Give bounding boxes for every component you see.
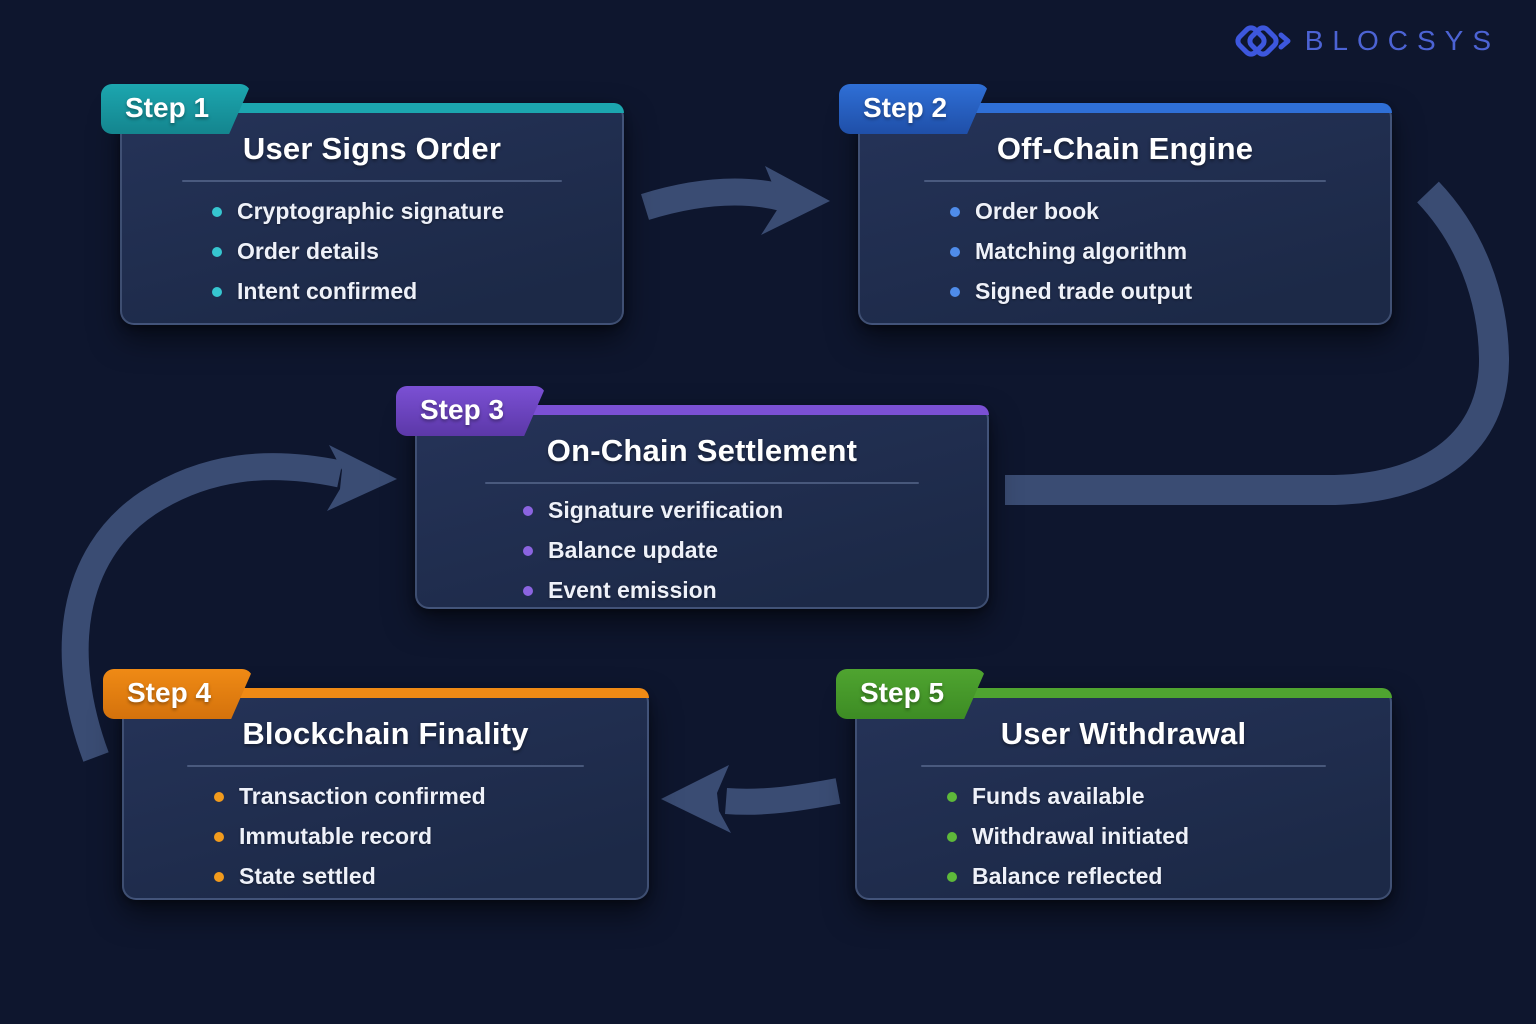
arrow-step5-to-step4	[661, 765, 841, 833]
step-item: Balance reflected	[947, 863, 1380, 890]
arrow-step2-to-step3	[1005, 181, 1510, 505]
step-item: Order book	[950, 198, 1380, 225]
card-accent-bar	[122, 688, 649, 698]
logo-wordmark: BLOCSYS	[1304, 25, 1500, 56]
step-title-2: Off-Chain Engine	[996, 131, 1254, 166]
step-badge-label: Step 5	[860, 677, 945, 708]
title-divider	[923, 180, 1327, 182]
step-badge-4: Step 4	[103, 669, 253, 719]
step-card-5: Step 5 User Withdrawal Funds available W…	[855, 688, 1392, 900]
step-item: Cryptographic signature	[212, 198, 612, 225]
step-item: Immutable record	[214, 823, 637, 850]
step-title-3: On-Chain Settlement	[546, 433, 858, 468]
step-item: Event emission	[523, 577, 977, 604]
bullet-dot	[523, 585, 533, 596]
bullet-dot	[212, 246, 222, 257]
title-divider	[182, 180, 562, 182]
step-item-list: Signature verification Balance update Ev…	[417, 497, 987, 604]
bullet-dot	[214, 831, 224, 842]
step-item-label: Transaction confirmed	[239, 783, 486, 809]
step-badge-5: Step 5	[836, 669, 986, 719]
step-badge-label: Step 2	[863, 92, 948, 123]
logo: BLOCSYS	[1229, 16, 1500, 66]
card-accent-bar	[120, 103, 624, 113]
bullet-dot	[523, 545, 533, 556]
bullet-dot	[950, 286, 960, 297]
step-item: Transaction confirmed	[214, 783, 637, 810]
step-badge-label: Step 1	[125, 92, 210, 123]
step-item-list: Cryptographic signature Order details In…	[122, 198, 622, 305]
step-item: Signature verification	[523, 497, 977, 524]
bullet-dot	[947, 831, 957, 842]
step-item: Signed trade output	[950, 278, 1380, 305]
step-item-list: Funds available Withdrawal initiated Bal…	[857, 783, 1390, 890]
step-item-label: Withdrawal initiated	[972, 823, 1190, 849]
step-badge-3: Step 3	[396, 386, 546, 436]
bullet-dot	[214, 871, 224, 882]
step-title-4: Blockchain Finality	[242, 716, 529, 751]
step-item-label: Signature verification	[548, 497, 784, 523]
step-item-label: State settled	[239, 863, 376, 889]
step-title-5: User Withdrawal	[1000, 716, 1247, 751]
step-item-label: Balance reflected	[972, 863, 1163, 889]
step-item: Intent confirmed	[212, 278, 612, 305]
arrow-step4-loop-to-step3	[61, 445, 397, 762]
card-accent-bar	[858, 103, 1392, 113]
step-item-label: Matching algorithm	[975, 238, 1188, 264]
bullet-dot	[950, 206, 960, 217]
step-badge-label: Step 4	[127, 677, 212, 708]
step-badge-label: Step 3	[420, 394, 505, 425]
step-item: Funds available	[947, 783, 1380, 810]
step-item-list: Order book Matching algorithm Signed tra…	[860, 198, 1390, 305]
bullet-dot	[212, 286, 222, 297]
step-card-4: Step 4 Blockchain Finality Transaction c…	[122, 688, 649, 900]
step-item-list: Transaction confirmed Immutable record S…	[124, 783, 647, 890]
interlocked-diamonds-icon	[1235, 25, 1291, 57]
step-badge-1: Step 1	[101, 84, 251, 134]
step-item-label: Order book	[975, 198, 1099, 224]
step-item-label: Intent confirmed	[237, 278, 418, 304]
bullet-dot	[523, 505, 533, 516]
step-card-1: Step 1 User Signs Order Cryptographic si…	[120, 103, 624, 325]
step-item: State settled	[214, 863, 637, 890]
step-item-label: Funds available	[972, 783, 1145, 809]
step-item: Balance update	[523, 537, 977, 564]
step-item-label: Signed trade output	[975, 278, 1193, 304]
bullet-dot	[212, 206, 222, 217]
step-title-1: User Signs Order	[242, 131, 502, 166]
arrow-step1-to-step2	[641, 166, 830, 235]
step-item-label: Immutable record	[239, 823, 432, 849]
step-item-label: Cryptographic signature	[237, 198, 505, 224]
step-item: Withdrawal initiated	[947, 823, 1380, 850]
bullet-dot	[214, 791, 224, 802]
title-divider	[186, 765, 585, 767]
bullet-dot	[947, 871, 957, 882]
step-item-label: Balance update	[548, 537, 718, 563]
step-card-3: Step 3 On-Chain Settlement Signature ver…	[415, 405, 989, 609]
step-item-label: Order details	[237, 238, 379, 264]
card-accent-bar	[855, 688, 1392, 698]
title-divider	[485, 482, 919, 484]
step-item: Matching algorithm	[950, 238, 1380, 265]
title-divider	[920, 765, 1327, 767]
bullet-dot	[947, 791, 957, 802]
step-item-label: Event emission	[548, 577, 717, 603]
bullet-dot	[950, 246, 960, 257]
card-accent-bar	[415, 405, 989, 415]
step-card-2: Step 2 Off-Chain Engine Order book Match…	[858, 103, 1392, 325]
step-item: Order details	[212, 238, 612, 265]
step-badge-2: Step 2	[839, 84, 989, 134]
